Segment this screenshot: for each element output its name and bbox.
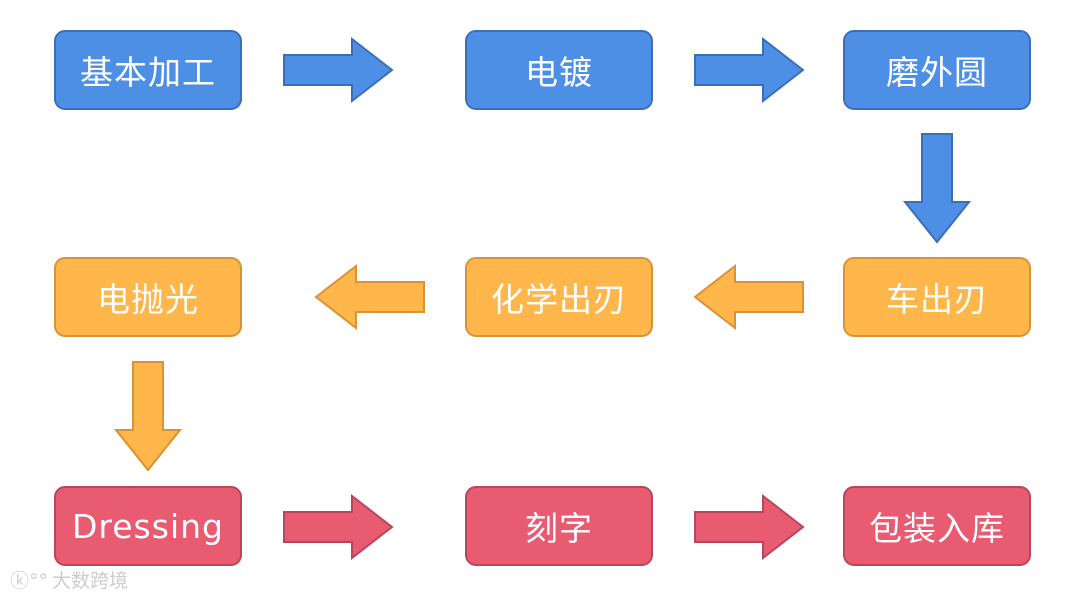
step-chemical-edge: 化学出刃 (465, 257, 653, 337)
arrow-right-icon (283, 493, 394, 561)
arrow-left-icon (693, 263, 804, 331)
arrow-down-icon (902, 133, 972, 244)
step-turning-edge: 车出刃 (843, 257, 1031, 337)
step-engraving: 刻字 (465, 486, 653, 566)
step-packaging-storage: 包装入库 (843, 486, 1031, 566)
arrow-right-icon (283, 36, 394, 104)
step-cylindrical-grinding: 磨外圆 (843, 30, 1031, 110)
watermark-logo-icon: ⓚ°° (10, 570, 49, 592)
step-basic-processing: 基本加工 (54, 30, 242, 110)
arrow-right-icon (694, 36, 805, 104)
step-dressing: Dressing (54, 486, 242, 566)
watermark: ⓚ°° 大数跨境 (10, 566, 128, 593)
arrow-left-icon (314, 263, 425, 331)
arrow-down-icon (113, 361, 183, 472)
step-electroplating: 电镀 (465, 30, 653, 110)
watermark-text: 大数跨境 (52, 570, 129, 592)
arrow-right-icon (694, 493, 805, 561)
step-electropolishing: 电抛光 (54, 257, 242, 337)
